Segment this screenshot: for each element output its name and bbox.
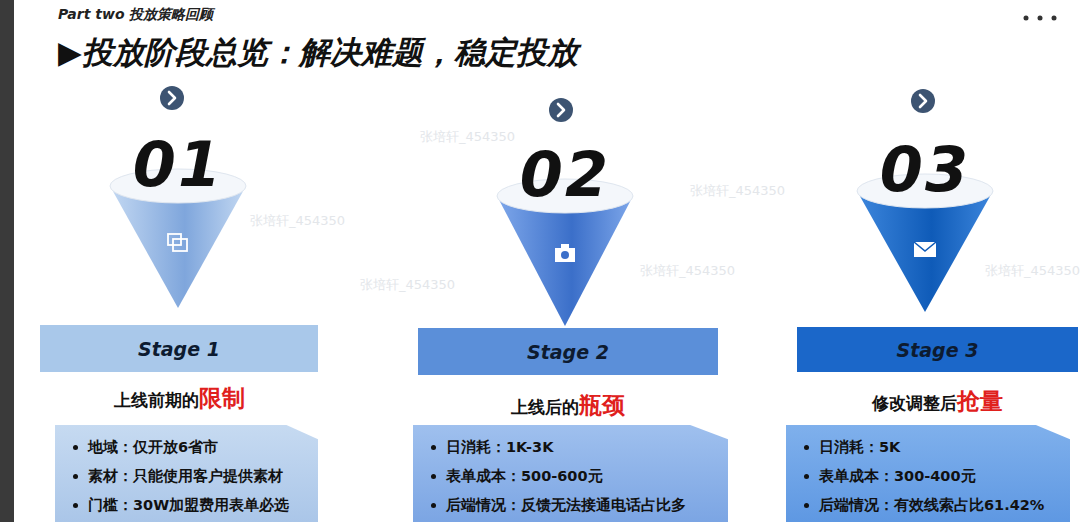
- bullet-row: 表单成本：500-600元: [431, 462, 718, 491]
- stage-subtitle: 修改调整后抢量: [872, 386, 1003, 417]
- bullet-box: 日消耗：5K 表单成本：300-400元后端情况：有效线索占比61.42%: [786, 425, 1070, 522]
- funnel-cone: 03: [845, 139, 1005, 316]
- watermark: 张培轩_454350: [250, 212, 345, 230]
- bullet-row: 日消耗：1K-3K: [431, 433, 718, 462]
- bullet-dot: [73, 445, 78, 450]
- stage-banner: Stage 3: [797, 327, 1078, 372]
- stage-number: 02: [485, 144, 645, 206]
- bullet-dot: [431, 445, 436, 450]
- slide-title: ▶投放阶段总览：解决难题，稳定投放: [58, 32, 578, 74]
- bullet-text: 日消耗：1K-3K: [446, 438, 553, 457]
- stage-label: Stage 3: [897, 339, 979, 361]
- subtitle-emphasis: 抢量: [957, 386, 1003, 417]
- watermark: 张培轩_454350: [985, 262, 1080, 280]
- bullet-box: 日消耗：1K-3K 表单成本：500-600元后端情况：反馈无法接通电话占比多: [413, 425, 728, 522]
- stage-number: 03: [845, 139, 1005, 201]
- bullet-text: 表单成本：300-400元: [819, 467, 976, 486]
- watermark: 张培轩_454350: [640, 262, 735, 280]
- stage-subtitle: 上线前期的限制: [114, 383, 245, 414]
- bullet-text: 表单成本：500-600元: [446, 467, 603, 486]
- bullet-row: 表单成本：300-400元: [804, 462, 1060, 491]
- watermark: 张培轩_454350: [420, 128, 515, 146]
- bullet-dot: [431, 503, 436, 508]
- bullet-box: 地域：仅开放6省市素材：只能使用客户提供素材门槛：30W加盟费用表单必选: [55, 425, 318, 522]
- stage-label: Stage 1: [138, 338, 220, 360]
- bullet-row: 后端情况：有效线索占比61.42%: [804, 491, 1060, 520]
- stage-subtitle: 上线后的瓶颈: [511, 390, 625, 421]
- bullet-row: 后端情况：反馈无法接通电话占比多: [431, 491, 718, 520]
- bullet-dot: [804, 503, 809, 508]
- subtitle-emphasis: 瓶颈: [579, 390, 625, 421]
- subtitle-emphasis: 限制: [199, 383, 245, 414]
- bullet-text: 后端情况：反馈无法接通电话占比多: [446, 496, 686, 515]
- watermark: 张培轩_454350: [690, 182, 785, 200]
- bullet-text: 门槛：30W加盟费用表单必选: [88, 496, 289, 515]
- bullet-dot: [73, 474, 78, 479]
- stage-banner: Stage 2: [418, 328, 718, 375]
- subtitle-text: 上线后的: [511, 396, 579, 419]
- bullet-text: 日消耗：5K: [819, 438, 900, 457]
- section-header: Part two 投放策略回顾: [58, 6, 213, 24]
- bullet-row: 素材：只能使用客户提供素材: [73, 462, 308, 491]
- stage-number: 01: [98, 134, 258, 196]
- subtitle-text: 上线前期的: [114, 389, 199, 412]
- watermark: 张培轩_454350: [360, 276, 455, 294]
- bullet-row: 日消耗：5K: [804, 433, 1060, 462]
- bullet-text: 后端情况：有效线索占比61.42%: [819, 496, 1044, 515]
- bullet-row: 门槛：30W加盟费用表单必选: [73, 491, 308, 520]
- subtitle-text: 修改调整后: [872, 392, 957, 415]
- bullet-text: 地域：仅开放6省市: [88, 438, 218, 457]
- funnel-cone: 01: [98, 134, 258, 312]
- bullet-dot: [431, 474, 436, 479]
- bullet-dot: [804, 474, 809, 479]
- bullet-row: 地域：仅开放6省市: [73, 433, 308, 462]
- stage-banner: Stage 1: [40, 325, 318, 372]
- stage-label: Stage 2: [527, 341, 609, 363]
- bullet-dot: [73, 503, 78, 508]
- funnel-cone: 02: [485, 144, 645, 330]
- bullet-text: 素材：只能使用客户提供素材: [88, 467, 283, 486]
- bullet-dot: [804, 445, 809, 450]
